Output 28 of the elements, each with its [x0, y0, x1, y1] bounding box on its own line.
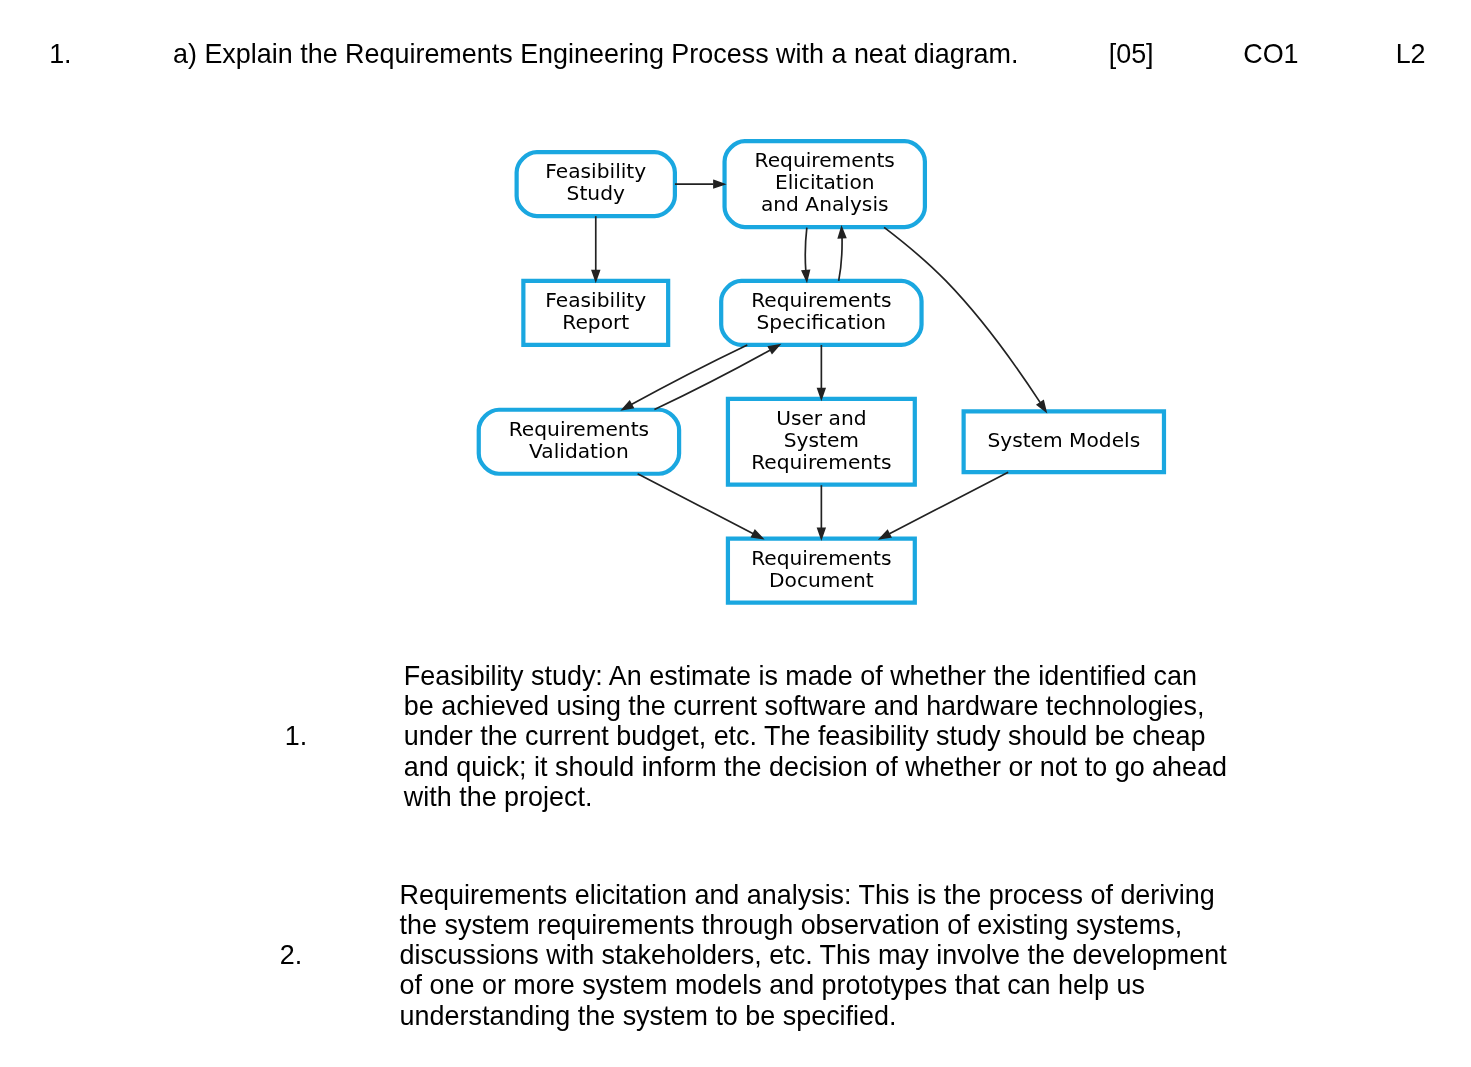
label: CO1 [1243, 39, 1299, 70]
arrow [877, 471, 1009, 540]
arrow [674, 179, 727, 189]
node-box: System Models [961, 409, 1167, 475]
label: 1. [284, 721, 308, 752]
arrow [837, 225, 847, 282]
arrow [636, 472, 765, 540]
arrow [883, 226, 1048, 414]
node-box: User and System Requirements [725, 396, 917, 487]
arrow [591, 215, 601, 284]
node-box: Requirements Validation [476, 407, 682, 476]
label: 1. [49, 39, 72, 70]
arrow [816, 484, 827, 541]
label: a) Explain the Requirements Engineering Process with a neat diagram. [173, 39, 1019, 70]
label: Requirements elicitation and analysis: This is the process of deriving the system requirements through observation of existing systems, discussions with stakeholders, etc. This may involve the development of one or more system models and prototypes that can help us understanding the system to be specified. [399, 879, 1227, 1031]
node-box: Feasibility Report [521, 278, 671, 348]
label: L2 [1395, 39, 1426, 70]
label: Feasibility study: An estimate is made of whether the identified can be achieved using the current software and hardware technologies, under the current budget, etc. The feasibility study should be cheap and quick; it should inform the decision of whether or not to go ahead with the project. [403, 660, 1227, 812]
node-box: Requirements Specification [719, 278, 924, 348]
arrow [801, 226, 811, 284]
arrow [816, 344, 827, 402]
arrow [653, 343, 782, 411]
arrow [620, 344, 749, 411]
node-box: Requirements Document [725, 536, 917, 605]
label: [05] [1108, 39, 1154, 70]
label: 2. [279, 940, 303, 971]
node-box: Feasibility Study [514, 150, 677, 219]
node-box: Requirements Elicitation and Analysis [722, 139, 927, 230]
